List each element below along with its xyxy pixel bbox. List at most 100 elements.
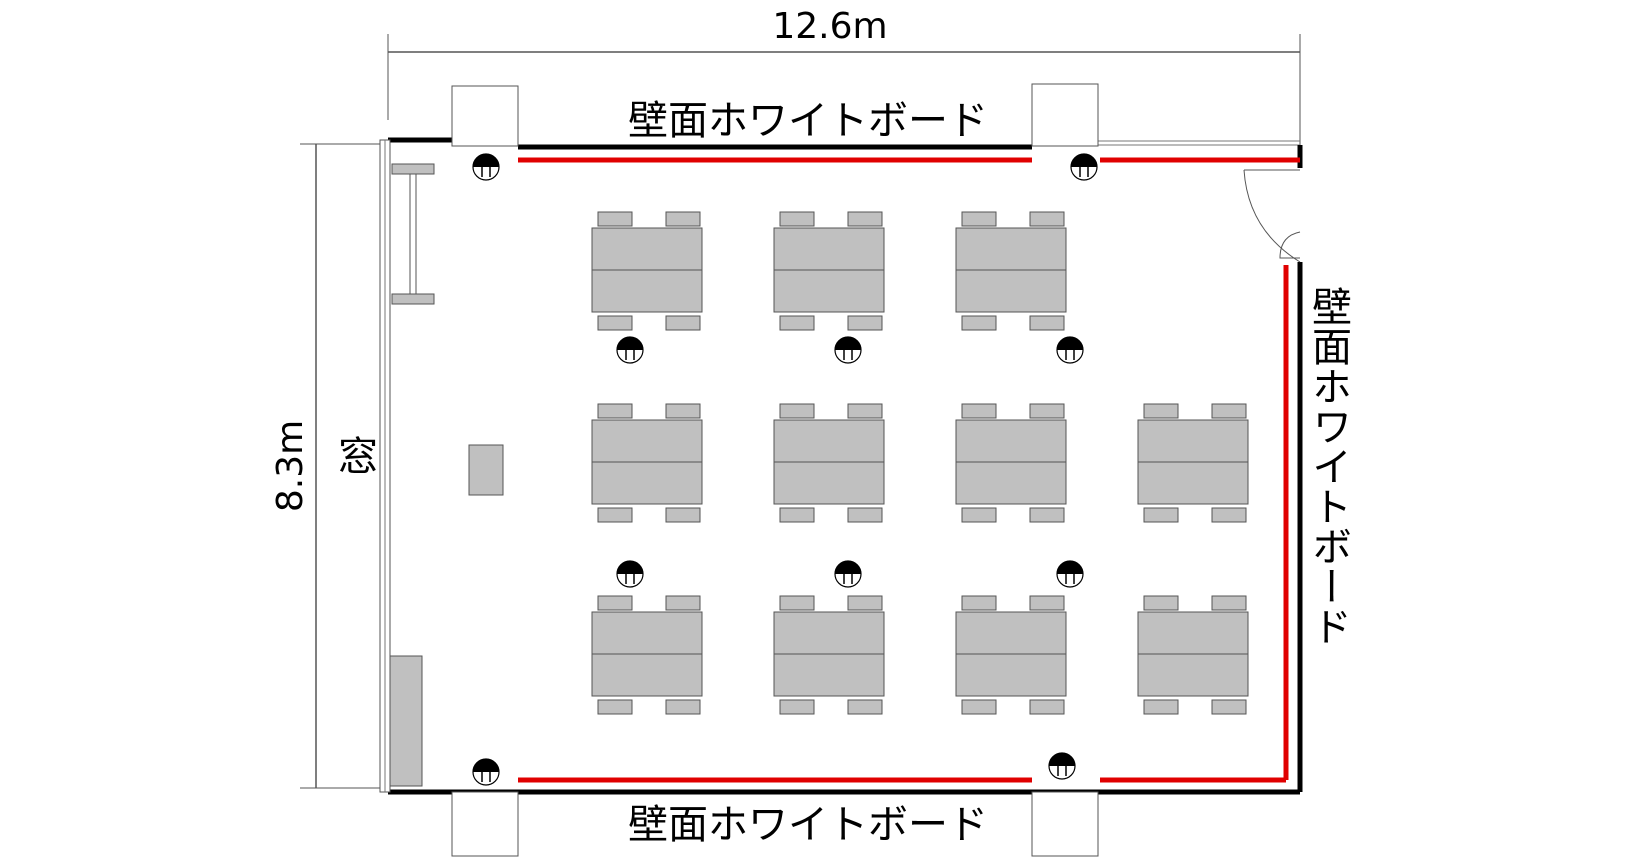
- chair: [961, 211, 997, 227]
- podium: [468, 444, 504, 496]
- chair: [847, 403, 883, 419]
- chair: [1211, 507, 1247, 523]
- table: [773, 653, 885, 697]
- chair: [961, 595, 997, 611]
- floor-outlet: [1048, 752, 1076, 780]
- stand-bar: [409, 173, 417, 295]
- table: [591, 269, 703, 313]
- table: [1137, 653, 1249, 697]
- floor-outlet: [472, 153, 500, 181]
- table: [591, 227, 703, 271]
- chair: [847, 507, 883, 523]
- chair: [1029, 211, 1065, 227]
- floor-outlet: [616, 560, 644, 588]
- chair: [847, 699, 883, 715]
- column: [1031, 791, 1099, 857]
- chair: [1143, 507, 1179, 523]
- table: [955, 227, 1067, 271]
- chair: [665, 403, 701, 419]
- table: [591, 461, 703, 505]
- chair: [961, 403, 997, 419]
- walls: [379, 137, 1303, 795]
- floor-outlet: [1056, 336, 1084, 364]
- chair: [1143, 403, 1179, 419]
- table: [773, 227, 885, 271]
- chair: [665, 315, 701, 331]
- chair: [1143, 699, 1179, 715]
- chair: [1029, 403, 1065, 419]
- height-dimension-label: 8.3m: [270, 420, 311, 512]
- table: [1137, 611, 1249, 655]
- chair: [1029, 315, 1065, 331]
- table: [955, 611, 1067, 655]
- chair: [597, 699, 633, 715]
- chair: [1211, 699, 1247, 715]
- dimension-width: 12.6m: [387, 6, 1301, 148]
- table: [1137, 461, 1249, 505]
- dimension-height: 8.3m: [270, 143, 388, 789]
- table: [773, 419, 885, 463]
- chair: [1029, 595, 1065, 611]
- chair: [779, 315, 815, 331]
- door: [1243, 169, 1301, 263]
- top-whiteboard-label: 壁面ホワイトボード: [628, 98, 988, 144]
- columns: [451, 83, 1099, 857]
- chair: [597, 315, 633, 331]
- chair: [665, 595, 701, 611]
- table: [591, 653, 703, 697]
- chair: [961, 315, 997, 331]
- chair: [665, 211, 701, 227]
- table-groups: [591, 211, 1249, 715]
- table: [955, 653, 1067, 697]
- floor-outlet: [834, 336, 862, 364]
- chair: [1029, 507, 1065, 523]
- outlets: [472, 153, 1098, 786]
- chair: [779, 403, 815, 419]
- chair: [597, 403, 633, 419]
- chair: [779, 699, 815, 715]
- left-furniture: [389, 163, 504, 787]
- table: [955, 419, 1067, 463]
- table: [955, 461, 1067, 505]
- floor-outlet: [472, 758, 500, 786]
- chair: [847, 211, 883, 227]
- chair: [779, 595, 815, 611]
- chair: [779, 211, 815, 227]
- table: [773, 269, 885, 313]
- chair: [597, 211, 633, 227]
- chair: [847, 315, 883, 331]
- stand-top: [391, 163, 435, 175]
- whiteboards: [518, 157, 1300, 783]
- column: [451, 791, 519, 857]
- chair: [961, 699, 997, 715]
- right-whiteboard-label: 壁面ホワイトボード: [1305, 286, 1351, 646]
- column: [451, 85, 519, 147]
- width-dimension-label: 12.6m: [772, 6, 887, 47]
- table: [955, 269, 1067, 313]
- chair: [665, 507, 701, 523]
- chair: [597, 595, 633, 611]
- bottom-whiteboard-label: 壁面ホワイトボード: [628, 802, 988, 848]
- chair: [665, 699, 701, 715]
- chair: [1211, 403, 1247, 419]
- chair: [1211, 595, 1247, 611]
- column: [1031, 83, 1099, 147]
- table: [1137, 419, 1249, 463]
- chair: [961, 507, 997, 523]
- chair: [779, 507, 815, 523]
- chair: [847, 595, 883, 611]
- floor-outlet: [616, 336, 644, 364]
- window-label: 窓: [338, 434, 378, 480]
- table: [773, 461, 885, 505]
- table: [591, 419, 703, 463]
- chair: [1143, 595, 1179, 611]
- chair: [1029, 699, 1065, 715]
- floor-outlet: [834, 560, 862, 588]
- floor-outlet: [1070, 153, 1098, 181]
- floor-outlet: [1056, 560, 1084, 588]
- table: [773, 611, 885, 655]
- table: [591, 611, 703, 655]
- chair: [597, 507, 633, 523]
